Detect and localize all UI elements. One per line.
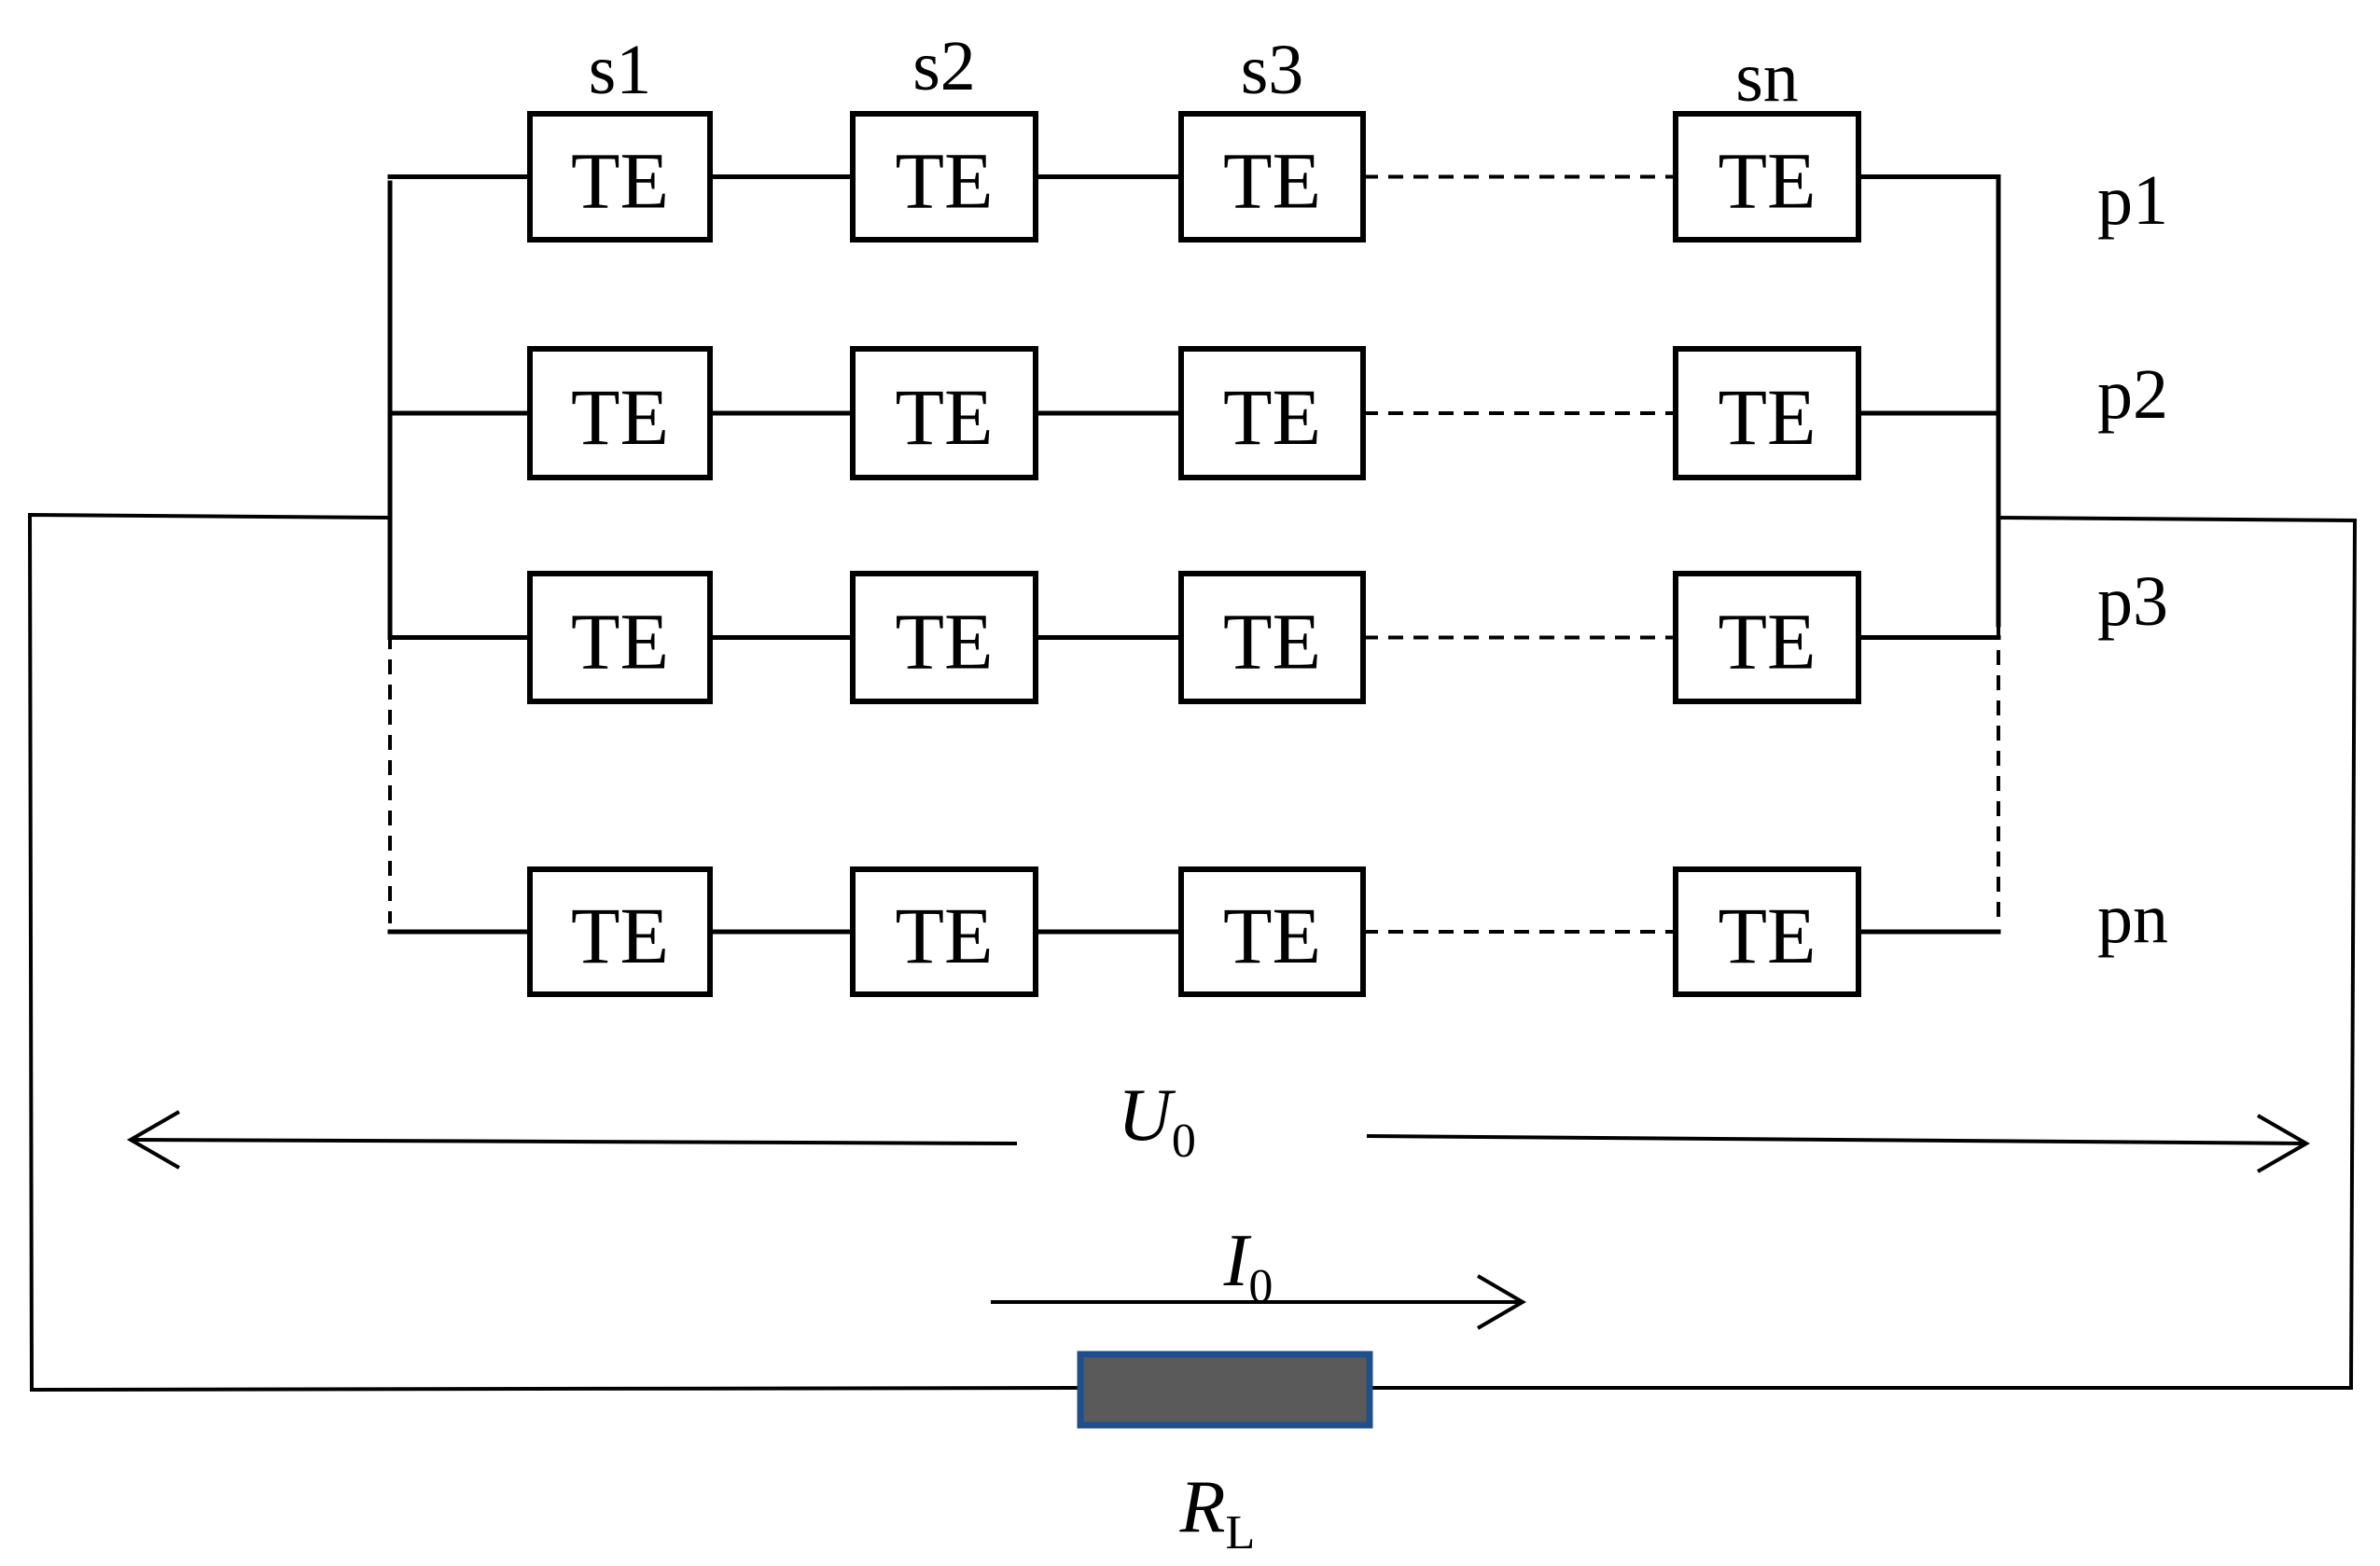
- te-box: [850, 571, 1038, 704]
- series-label-sn: sn: [1735, 38, 1799, 117]
- te-label: TE: [1223, 136, 1321, 226]
- te-element-sn-p3: TE: [1673, 571, 1861, 704]
- te-element-s1-p1: TE: [527, 111, 713, 243]
- te-label: TE: [1223, 372, 1321, 462]
- te-element-s1-pn: TE: [527, 866, 713, 997]
- te-box: [527, 571, 713, 704]
- te-label: TE: [1718, 891, 1816, 980]
- te-element-sn-p1: TE: [1673, 111, 1861, 243]
- te-label: TE: [1718, 136, 1816, 226]
- te-box: [527, 111, 713, 243]
- te-label: TE: [571, 891, 669, 980]
- te-element-s3-pn: TE: [1178, 866, 1366, 997]
- parallel-label-pn: pn: [2097, 880, 2168, 958]
- te-box: [1673, 571, 1861, 704]
- te-label: TE: [1223, 597, 1321, 686]
- circuit-wiring: [27, 174, 2358, 1393]
- te-label: TE: [571, 597, 669, 686]
- current-label: I0: [1223, 1220, 1274, 1313]
- parallel-label-p3: p3: [2097, 562, 2168, 641]
- te-box: [1673, 346, 1861, 480]
- te-label: TE: [1718, 372, 1816, 462]
- voltage-arrow-left-line: [130, 1138, 1018, 1145]
- te-element-s2-pn: TE: [850, 866, 1038, 997]
- parallel-label-p1: p1: [2097, 161, 2168, 240]
- load-resistor: RL: [1077, 1351, 1373, 1559]
- te-box: [850, 346, 1038, 480]
- te-label: TE: [895, 597, 993, 686]
- current-symbol: I: [1223, 1220, 1252, 1302]
- parallel-labels: p1 p2 p3 pn: [2097, 161, 2168, 958]
- te-box: [1178, 111, 1366, 243]
- te-label: TE: [571, 372, 669, 462]
- current-arrowhead: [1476, 1274, 1526, 1330]
- te-label: TE: [895, 372, 993, 462]
- parallel-label-p2: p2: [2097, 355, 2168, 434]
- load-subscript: L: [1226, 1506, 1256, 1559]
- te-label: TE: [571, 136, 669, 226]
- voltage-arrow-right-line: [1366, 1134, 2307, 1145]
- te-label: TE: [1223, 891, 1321, 980]
- series-label-s1: s1: [589, 31, 652, 109]
- load-resistor-body: [1077, 1351, 1373, 1429]
- te-box: [1178, 866, 1366, 997]
- te-box: [1673, 111, 1861, 243]
- series-label-s3: s3: [1241, 31, 1304, 109]
- row-wires: [387, 174, 2001, 935]
- te-label: TE: [895, 136, 993, 226]
- voltage-symbol: U: [1118, 1074, 1176, 1157]
- te-element-sn-p2: TE: [1673, 346, 1861, 480]
- voltage-label: U0: [1118, 1074, 1196, 1168]
- voltage-subscript: 0: [1172, 1115, 1196, 1168]
- te-element-s2-p1: TE: [850, 111, 1038, 243]
- te-box: [1673, 866, 1861, 997]
- voltage-arrowhead-right: [2257, 1114, 2311, 1173]
- voltage-arrowhead-left: [126, 1110, 180, 1170]
- outer-loop-right: [1370, 516, 2358, 1390]
- load-label: RL: [1179, 1466, 1256, 1559]
- te-element-s3-p2: TE: [1178, 346, 1366, 480]
- te-label: TE: [895, 891, 993, 980]
- series-label-s2: s2: [912, 27, 976, 105]
- te-box: [1178, 346, 1366, 480]
- outer-loop-left: [27, 512, 1081, 1393]
- te-box: [850, 111, 1038, 243]
- te-box: [527, 866, 713, 997]
- te-element-s1-p2: TE: [527, 346, 713, 480]
- series-labels: s1 s2 s3 sn: [589, 27, 1799, 117]
- current-subscript: 0: [1248, 1260, 1273, 1313]
- voltage-indicator: U0: [126, 1074, 2311, 1173]
- te-box: [850, 866, 1038, 997]
- te-box: [1178, 571, 1366, 704]
- te-element-sn-pn: TE: [1673, 866, 1861, 997]
- te-element-s3-p1: TE: [1178, 111, 1366, 243]
- te-element-s2-p2: TE: [850, 346, 1038, 480]
- te-element-s1-p3: TE: [527, 571, 713, 704]
- te-element-grid: TE TE TE TE TE TE TE TE TE TE TE TE TE TE TE TE: [527, 111, 1861, 997]
- te-element-s3-p3: TE: [1178, 571, 1366, 704]
- te-element-s2-p3: TE: [850, 571, 1038, 704]
- te-box: [527, 346, 713, 480]
- te-label: TE: [1718, 597, 1816, 686]
- load-symbol: R: [1179, 1466, 1226, 1548]
- current-indicator: I0: [991, 1220, 1526, 1330]
